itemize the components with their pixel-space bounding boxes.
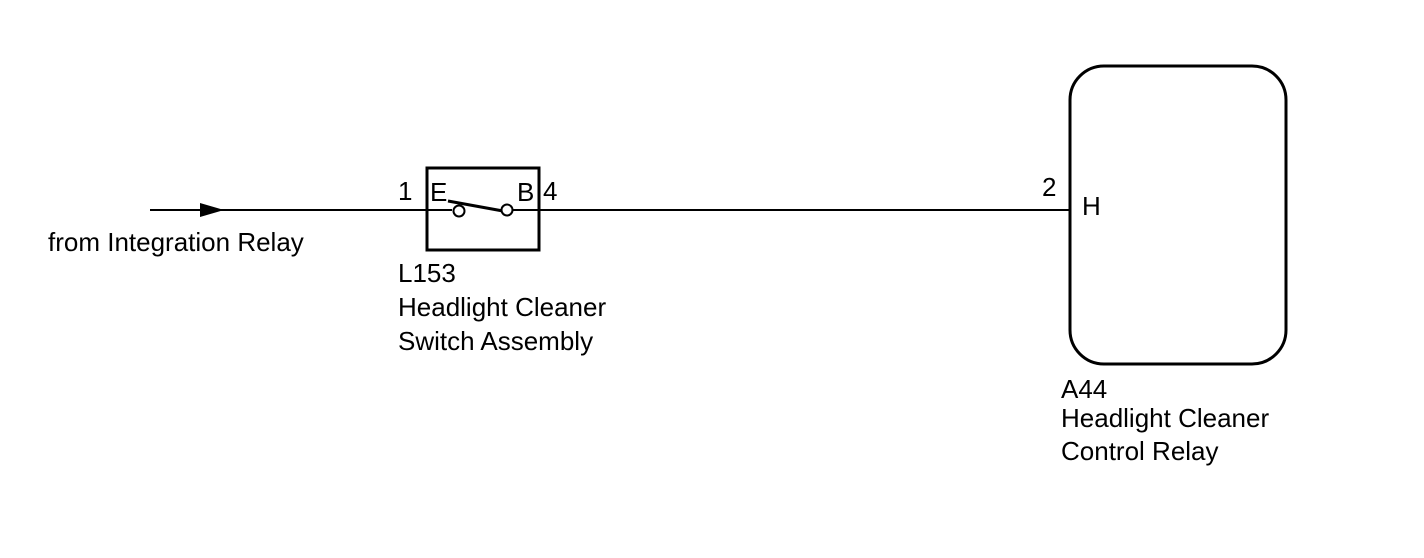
switch-pin-1: 1: [398, 176, 413, 206]
switch-terminal-b: B: [517, 177, 535, 207]
relay-name-line2: Control Relay: [1061, 436, 1219, 466]
relay-pin-2: 2: [1042, 172, 1057, 202]
switch-code: L153: [398, 258, 456, 288]
switch-terminal-e: E: [430, 177, 448, 207]
source-label: from Integration Relay: [48, 227, 304, 257]
relay-name-line1: Headlight Cleaner: [1061, 403, 1270, 433]
switch-name-line1: Headlight Cleaner: [398, 292, 607, 322]
relay-terminal-h: H: [1082, 191, 1101, 221]
switch-contact-b-icon: [500, 203, 514, 217]
switch-pin-4: 4: [543, 176, 558, 206]
switch-contact-e-icon: [452, 204, 466, 218]
switch-name-line2: Switch Assembly: [398, 326, 594, 356]
control-relay-box: [1068, 64, 1288, 366]
signal-arrow-icon: [200, 203, 224, 217]
relay-code: A44: [1061, 374, 1108, 404]
switch-lever: [447, 199, 504, 213]
